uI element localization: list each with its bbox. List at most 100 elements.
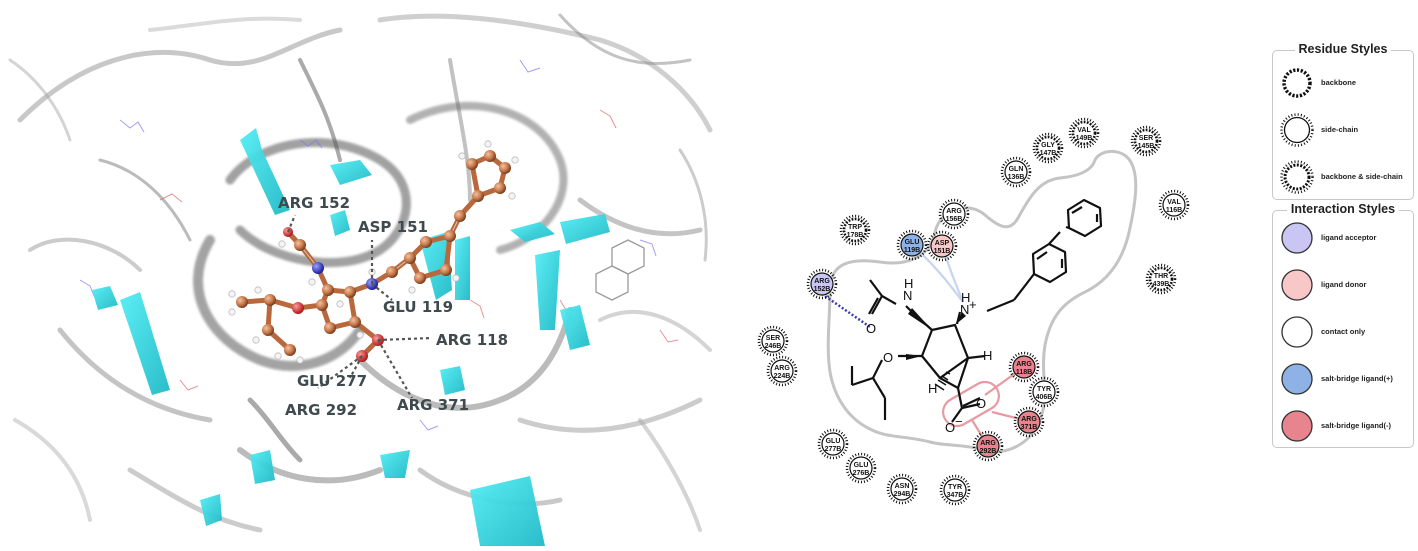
residue-name-val149: VAL: [1077, 127, 1091, 134]
legend-interaction-label: contact only: [1321, 327, 1366, 336]
residue-number-trp178: 178B: [847, 232, 864, 239]
residue-labels-3d: ARG 152 ASP 151 GLU 119 ARG 118 GLU 277 …: [278, 194, 508, 419]
interaction-swatch-icon: [1281, 409, 1313, 442]
legend-interaction-label: ligand donor: [1321, 280, 1367, 289]
interaction-swatch-icon: [1281, 315, 1313, 348]
residue-number-arg152: 152B: [814, 286, 831, 293]
residue-name-arg224: ARG: [774, 365, 790, 372]
legend-interaction-label: ligand acceptor: [1321, 233, 1377, 242]
residue-name-glu119: GLU: [905, 239, 920, 246]
legend-interaction-4: salt-bridge ligand(-): [1273, 402, 1413, 449]
label-arg292: ARG 292: [285, 401, 357, 419]
interaction-styles-title: Interaction Styles: [1286, 202, 1400, 216]
residue-name-arg371: ARG: [1021, 416, 1037, 423]
label-asp151: ASP 151: [358, 218, 428, 236]
label-glu119: GLU 119: [383, 298, 453, 316]
side-chain-style-icon: [1280, 112, 1314, 147]
residue-name-ser246: SER: [766, 335, 780, 342]
residue-number-arg156: 156B: [946, 216, 963, 223]
atom-o-carboxyl: O: [976, 396, 986, 411]
legend: Residue Styles backbone side-chain backb…: [1272, 42, 1414, 449]
legend-interaction-label: salt-bridge ligand(+): [1321, 374, 1393, 383]
legend-backbone-side-chain-label: backbone & side-chain: [1321, 172, 1403, 181]
residue-name-arg118: ARG: [1016, 361, 1032, 368]
stereo-wedges: [906, 308, 966, 360]
protein-surface: [8, 13, 713, 533]
legend-side-chain: side-chain: [1273, 106, 1413, 153]
stereo-hashes: [934, 371, 951, 391]
residue-number-tyr406: 406B: [1036, 394, 1053, 401]
residue-number-glu276: 276B: [853, 470, 870, 477]
legend-backbone-label: backbone: [1321, 78, 1357, 87]
residue-number-arg118: 118B: [1016, 369, 1032, 376]
residue-name-arg152: ARG: [814, 278, 830, 285]
label-arg371: ARG 371: [397, 396, 469, 414]
residue-number-gln136: 136B: [1008, 174, 1025, 181]
residue-name-arg292: ARG: [980, 440, 996, 447]
interaction-swatch-icon: [1281, 268, 1313, 301]
residue-number-ser246: 246B: [765, 343, 782, 350]
residue-name-thr439: THR: [1154, 273, 1168, 280]
protein-surface-render: ARG 152 ASP 151 GLU 119 ARG 118 GLU 277 …: [8, 13, 713, 546]
grey-aromatic-ring: [595, 239, 645, 301]
legend-backbone: backbone: [1273, 59, 1413, 106]
atom-o-ether: O: [883, 350, 893, 365]
residue-name-trp178: TRP: [848, 224, 862, 231]
atom-o-carboxylate: O: [945, 420, 955, 435]
residue-name-gln136: GLN: [1009, 166, 1024, 173]
backbone-side-chain-style-icon: [1280, 159, 1314, 194]
interaction-swatch-icon: [1281, 221, 1313, 254]
residue-name-tyr347: TYR: [948, 484, 962, 491]
legend-interaction-3: salt-bridge ligand(+): [1273, 355, 1413, 402]
legend-interaction-0: ligand acceptor: [1273, 214, 1413, 261]
residue-number-val149: 149B: [1076, 135, 1093, 142]
residue-name-gly147: GLY: [1041, 142, 1055, 149]
beta-sheets: [92, 128, 610, 546]
atom-labels: O N H N H + O H H O O −: [866, 276, 992, 435]
residue-name-tyr406: TYR: [1037, 386, 1051, 393]
legend-backbone-side-chain: backbone & side-chain: [1273, 153, 1413, 200]
residue-line-sticks: [79, 59, 679, 431]
residue-number-asp151: 151B: [934, 248, 951, 255]
residue-number-ser145: 145B: [1138, 143, 1155, 150]
label-arg118: ARG 118: [436, 331, 508, 349]
label-glu277: GLU 277: [297, 372, 367, 390]
residue-number-arg292: 292B: [980, 448, 997, 455]
residue-name-asn294: ASN: [895, 483, 910, 490]
interaction-dashes: [286, 214, 433, 399]
residue-name-glu276: GLU: [854, 462, 869, 469]
residue-number-asn294: 294B: [894, 491, 911, 498]
residue-number-tyr347: 347B: [947, 492, 964, 499]
residue-name-ser145: SER: [1139, 135, 1153, 142]
residue-number-arg224: 224B: [774, 373, 791, 380]
residue-number-glu119: 119B: [904, 247, 920, 254]
protein-3d-view: ARG 152 ASP 151 GLU 119 ARG 118 GLU 277 …: [8, 13, 713, 546]
legend-interaction-label: salt-bridge ligand(-): [1321, 421, 1391, 430]
residue-name-val116: VAL: [1167, 199, 1181, 206]
residue-styles-title: Residue Styles: [1294, 42, 1392, 56]
atom-o-minus: −: [955, 414, 963, 429]
atom-h-amide: H: [904, 276, 913, 291]
backbone-style-icon: [1282, 67, 1312, 98]
atom-n-amide: N: [903, 288, 912, 303]
